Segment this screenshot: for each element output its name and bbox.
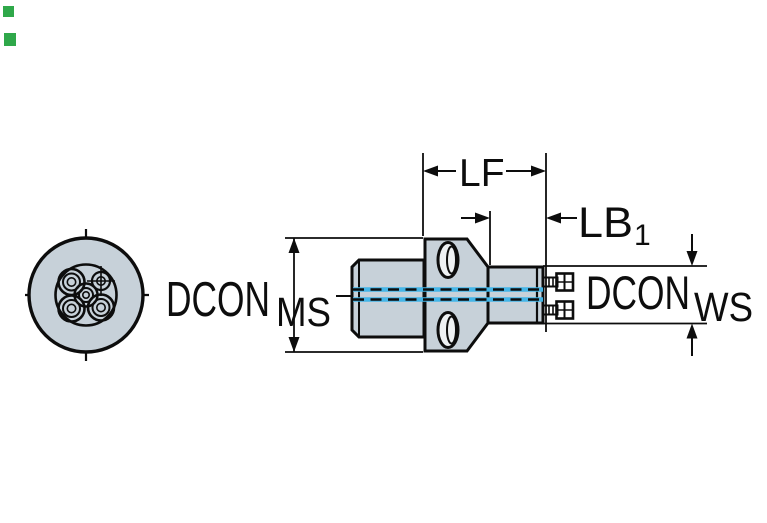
cylinder-section: [486, 265, 545, 325]
label-lb: LB: [578, 199, 633, 247]
dcon-ms-arrow-down-icon: [288, 337, 300, 352]
front-outer-circle: [27, 236, 145, 354]
label-dcon-ms-subscript: MS: [276, 289, 331, 335]
green-edge-marker-top: [3, 6, 14, 17]
label-dcon-ws: DCON: [586, 266, 690, 319]
front-center-hub-mid: [78, 287, 94, 303]
dcon-ms-arrow-up-icon: [288, 238, 300, 253]
front-screw-bottomleft-mid: [62, 299, 81, 318]
green-edge-marker-bottom: [4, 33, 16, 46]
flange-slot-top-inner: [446, 245, 457, 275]
front-center-hub-inner: [82, 290, 91, 299]
front-view: [25, 229, 149, 361]
lf-arrow-right-icon: [531, 165, 546, 177]
front-screw-topleft-mid: [62, 272, 81, 292]
flange-slot-bottom-inner: [446, 315, 457, 345]
dcon-ws-arrow-down-icon: [686, 251, 698, 266]
lb1-arrow-right-icon: [546, 212, 561, 224]
screw-bottom: [542, 300, 575, 320]
dimension-dcon-ms: DCON MS: [166, 237, 423, 353]
front-screw-bottomright-mid: [91, 298, 111, 317]
lf-arrow-left-icon: [423, 165, 438, 177]
label-dcon-ws-subscript: WS: [694, 284, 753, 330]
dimension-dcon-ws: DCON WS: [543, 234, 753, 356]
front-screw-bottomleft-inner: [66, 303, 77, 314]
label-dcon-ms: DCON: [166, 273, 270, 327]
label-lf: LF: [459, 152, 505, 195]
front-bolt-circle: [54, 263, 118, 327]
front-pin-outer: [90, 270, 112, 292]
dimension-lb1: LB 1: [461, 199, 651, 265]
dimension-lf: LF: [422, 152, 547, 332]
label-lb-subscript: 1: [634, 219, 651, 252]
front-screw-bottomleft-outer: [57, 294, 86, 323]
dcon-ws-arrow-up-icon: [686, 323, 698, 339]
front-pin-inner: [96, 275, 107, 286]
front-screw-bottomright-inner: [96, 302, 107, 313]
screw-top: [542, 272, 575, 292]
side-view: [336, 237, 575, 353]
front-screw-topleft-inner: [66, 276, 77, 287]
lb1-arrow-left-icon: [475, 212, 490, 224]
